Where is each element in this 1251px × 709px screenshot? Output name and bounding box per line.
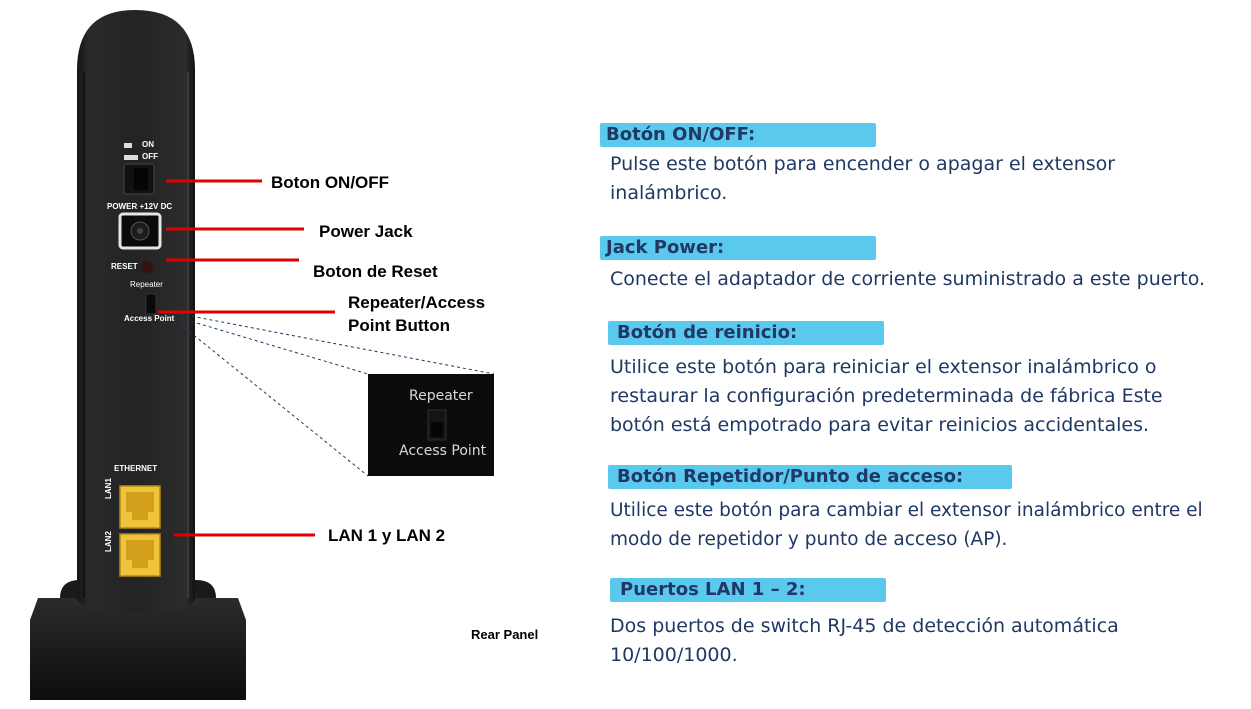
callout-reset: Boton de Reset xyxy=(313,262,438,281)
section-title-reset: Botón de reinicio: xyxy=(608,321,884,345)
zoom-access-point-label: Access Point xyxy=(399,443,487,459)
section-text-on-off: Pulse este botón para encender o apagar … xyxy=(610,153,1116,204)
ethernet-label: ETHERNET xyxy=(114,464,158,473)
section-title-lan: Puertos LAN 1 – 2: xyxy=(610,578,886,602)
power-dc-label: POWER +12V DC xyxy=(107,202,173,211)
reset-label: RESET xyxy=(111,262,138,271)
callout-repeater-ap: Repeater/Access Point Button xyxy=(348,292,485,337)
section-text-lan: Dos puertos de switch RJ-45 de detección… xyxy=(610,615,1119,666)
reset-button xyxy=(140,260,154,274)
section-title-repeater: Botón Repetidor/Punto de acceso: xyxy=(608,465,1012,489)
device-base xyxy=(30,598,246,700)
rear-panel-caption: Rear Panel xyxy=(471,627,539,642)
callout-lan: LAN 1 y LAN 2 xyxy=(328,526,446,545)
repeater-label: Repeater xyxy=(130,280,163,289)
zoom-repeater-label: Repeater xyxy=(409,388,473,404)
access-point-label: Access Point xyxy=(124,314,175,323)
section-text-reset: Utilice este botón para reiniciar el ext… xyxy=(610,356,1163,436)
switch-off-label: OFF xyxy=(142,152,158,161)
section-title-power: Jack Power: xyxy=(600,236,876,260)
switch-on-label: ON xyxy=(142,140,154,149)
section-text-repeater: Utilice este botón para cambiar el exten… xyxy=(610,500,1203,550)
section-text-power: Conecte el adaptador de corriente sumini… xyxy=(610,268,1206,290)
device-body xyxy=(77,10,195,612)
lan1-port-label: LAN1 xyxy=(104,478,113,499)
lan2-port-label: LAN2 xyxy=(104,531,113,552)
callout-power-jack: Power Jack xyxy=(319,222,413,241)
repeater-ap-switch xyxy=(145,293,157,315)
callout-repeater-line2: Point Button xyxy=(348,316,450,335)
callout-repeater-line1: Repeater/Access xyxy=(348,293,486,312)
section-title-on-off: Botón ON/OFF: xyxy=(600,123,876,147)
callout-on-off: Boton ON/OFF xyxy=(271,173,390,192)
